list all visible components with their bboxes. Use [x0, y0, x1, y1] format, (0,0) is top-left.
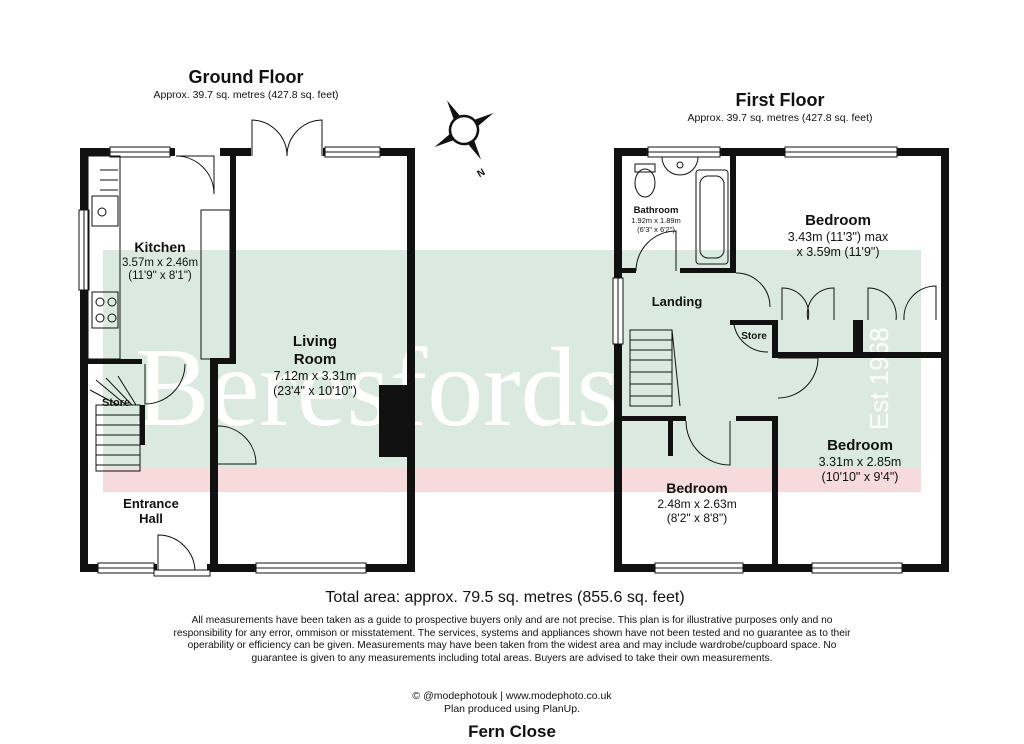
- bedroom1-line2: x 3.59m (11'9"): [796, 245, 879, 259]
- bedroom2-metric: 3.31m x 2.85m: [819, 455, 902, 469]
- bedroom3-name: Bedroom: [666, 480, 727, 496]
- room-living: Living Room 7.12m x 3.31m (23'4" x 10'10…: [273, 333, 357, 398]
- disclaimer-text: All measurements have been taken as a gu…: [173, 615, 851, 664]
- kitchen-name: Kitchen: [134, 239, 185, 255]
- landing-label: Landing: [652, 294, 703, 309]
- living-metric: 7.12m x 3.31m: [274, 369, 357, 383]
- room-kitchen: Kitchen 3.57m x 2.46m (11'9" x 8'1"): [122, 239, 198, 282]
- living-imperial: (23'4" x 10'10"): [273, 384, 357, 398]
- bedroom2-imperial: (10'10" x 9'4"): [822, 470, 899, 484]
- watermark: Beresfords Est 1968: [103, 250, 921, 492]
- ground-floor-plan: [78, 119, 415, 577]
- bedroom3-metric: 2.48m x 2.63m: [657, 497, 736, 511]
- first-floor-area: Approx. 39.7 sq. metres (427.8 sq. feet): [687, 112, 872, 124]
- plan-software-credit: Plan produced using PlanUp.: [443, 703, 580, 715]
- ground-store-label: Store: [102, 397, 130, 409]
- room-bedroom-1: Bedroom 3.43m (11'3") max x 3.59m (11'9"…: [788, 212, 889, 259]
- bedroom3-imperial: (8'2" x 8'8"): [667, 511, 727, 525]
- compass-icon: [434, 100, 494, 160]
- room-bathroom: Bathroom 1.92m x 1.89m (6'3" x 6'2"): [631, 205, 681, 234]
- hall-name-line1: Entrance: [123, 496, 179, 511]
- watermark-established: Est 1968: [864, 327, 894, 430]
- first-floor-title: First Floor: [736, 90, 825, 110]
- ground-floor-area: Approx. 39.7 sq. metres (427.8 sq. feet): [153, 89, 338, 101]
- photographer-credit: © @modephotouk | www.modephoto.co.uk: [412, 690, 612, 702]
- bathroom-name: Bathroom: [634, 205, 679, 216]
- bedroom2-name: Bedroom: [827, 437, 893, 454]
- ground-floor-title: Ground Floor: [189, 67, 304, 87]
- first-floor-plan: [612, 146, 949, 574]
- bedroom1-name: Bedroom: [805, 212, 871, 229]
- bedroom1-line1: 3.43m (11'3") max: [788, 230, 889, 244]
- kitchen-imperial: (11'9" x 8'1"): [128, 270, 192, 282]
- bathroom-imperial: (6'3" x 6'2"): [637, 225, 675, 234]
- watermark-brand: Beresfords: [135, 326, 620, 450]
- kitchen-metric: 3.57m x 2.46m: [122, 257, 198, 269]
- watermark-band: [103, 468, 921, 492]
- first-store-label: Store: [741, 331, 767, 342]
- hall-name-line2: Hall: [139, 511, 163, 526]
- room-entrance-hall: Entrance Hall: [123, 496, 179, 526]
- room-bedroom-2: Bedroom 3.31m x 2.85m (10'10" x 9'4"): [819, 437, 902, 484]
- total-area: Total area: approx. 79.5 sq. metres (855…: [325, 589, 685, 606]
- watermark-panel: [103, 250, 921, 468]
- living-name-line2: Room: [294, 351, 337, 368]
- living-name-line1: Living: [293, 333, 337, 350]
- bathroom-metric: 1.92m x 1.89m: [631, 216, 681, 225]
- property-address: Fern Close: [468, 722, 556, 741]
- room-bedroom-3: Bedroom 2.48m x 2.63m (8'2" x 8'8"): [657, 480, 736, 525]
- compass-north-label: N: [476, 167, 488, 180]
